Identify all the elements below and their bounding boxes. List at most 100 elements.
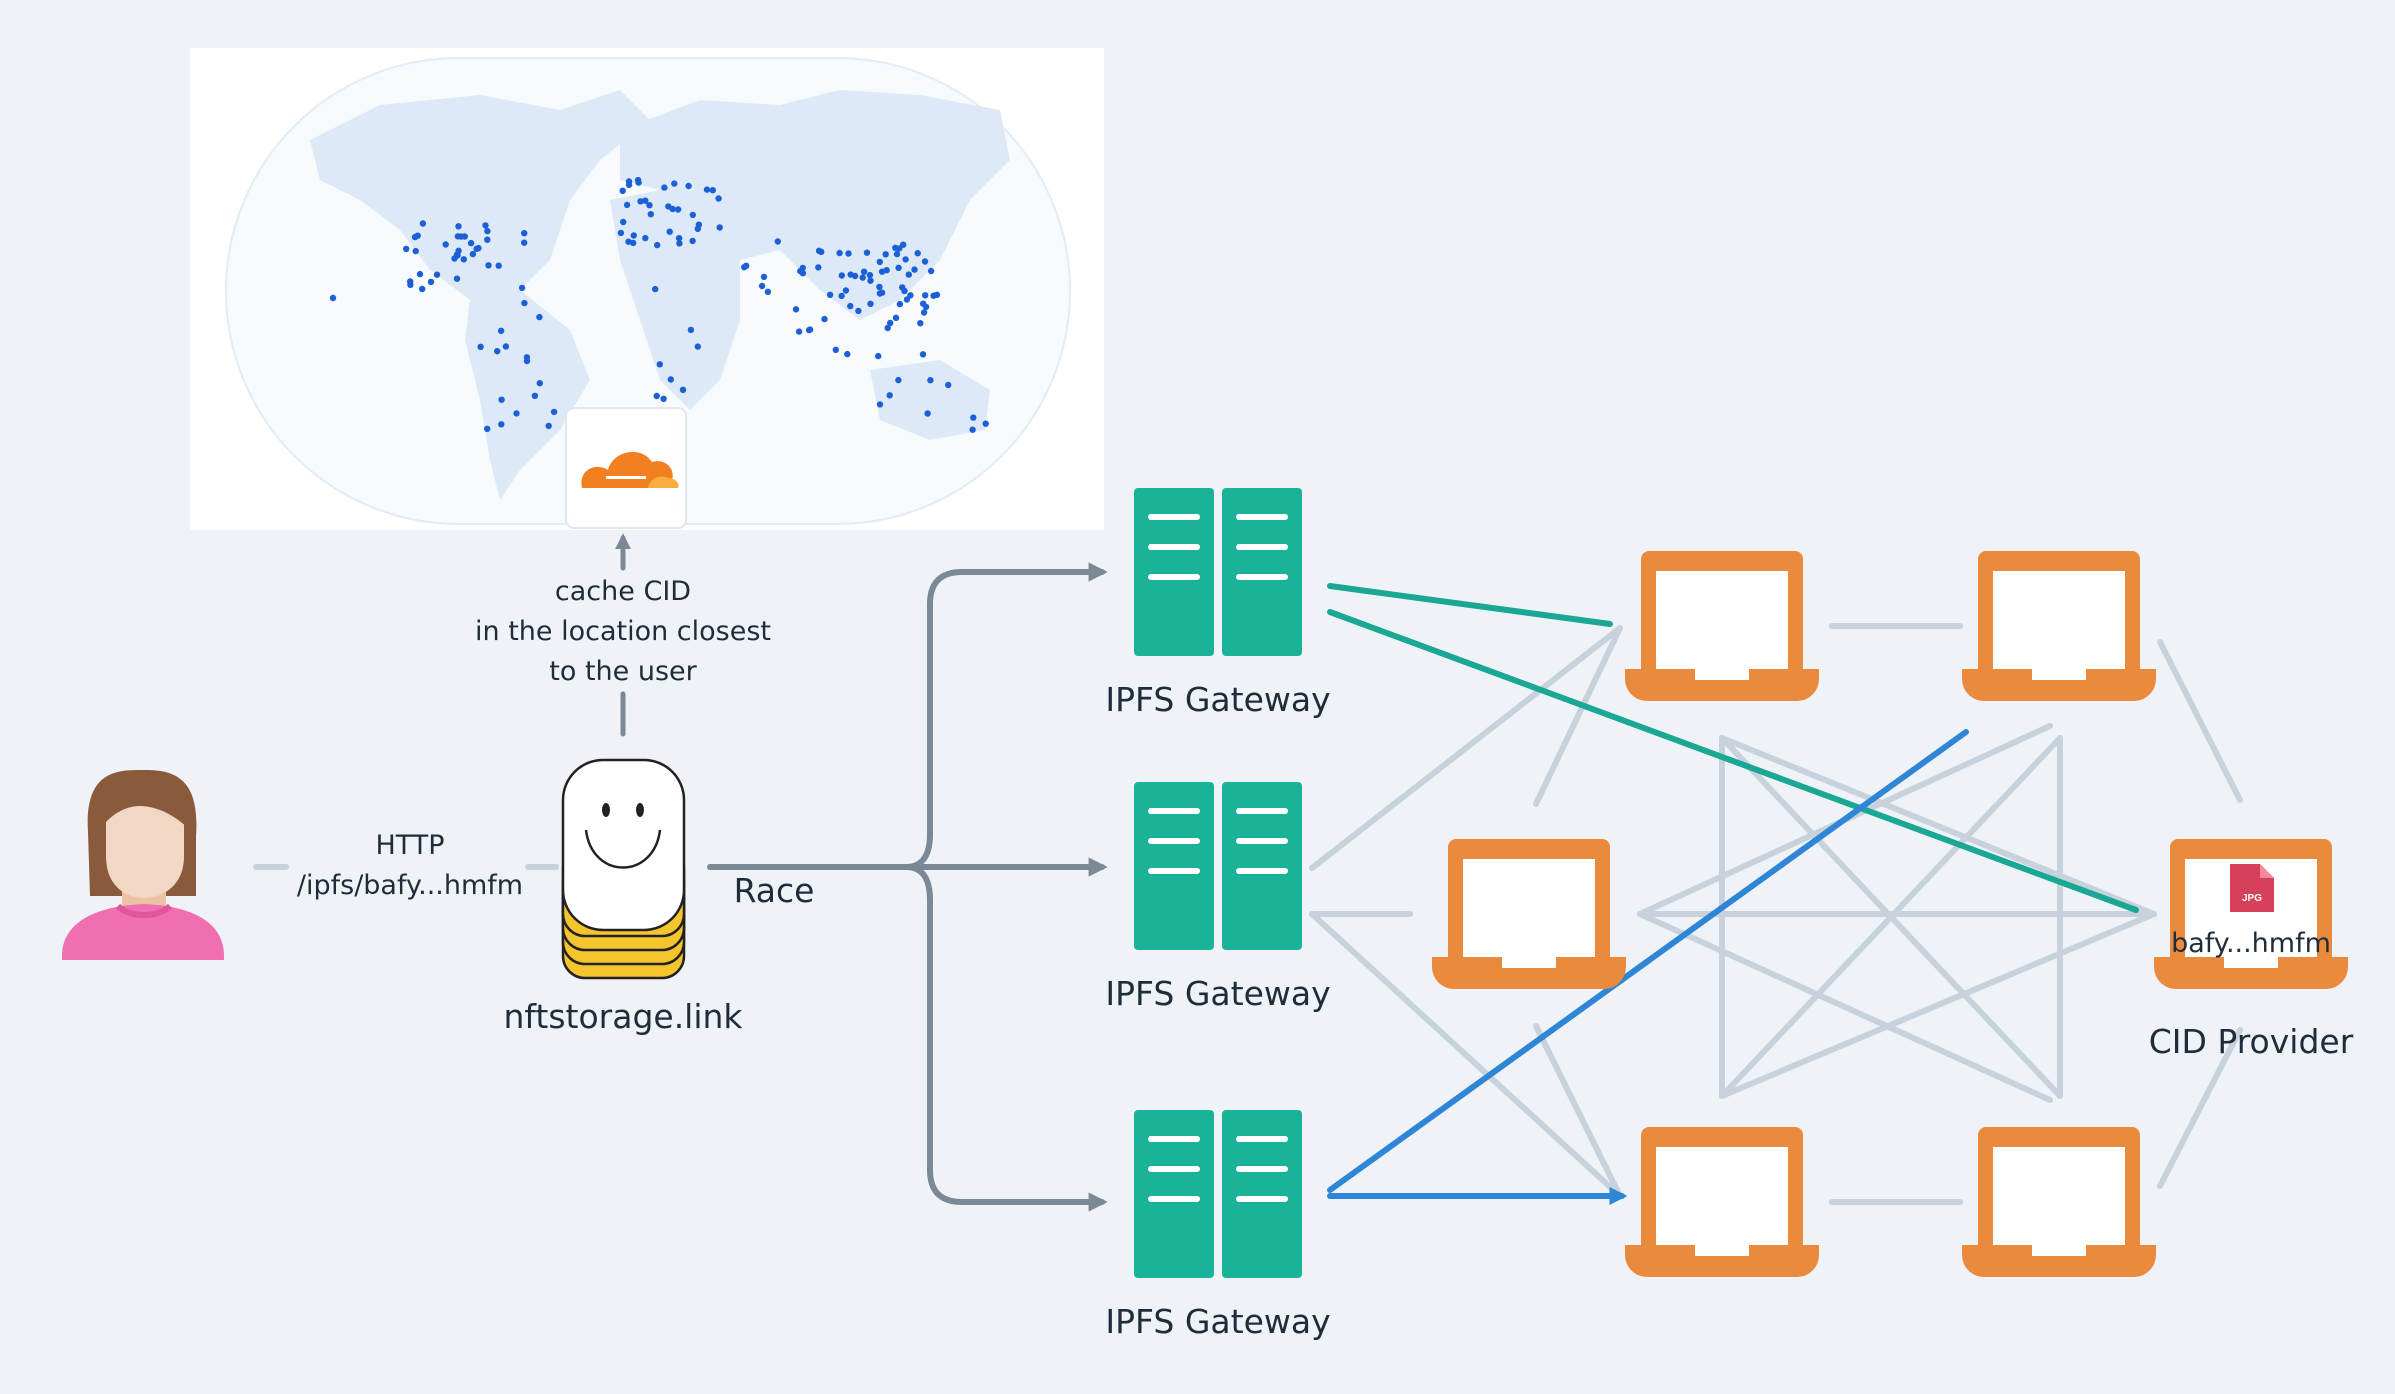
pop-dot <box>467 239 475 247</box>
ipfs-gateway-server-1 <box>1134 488 1302 656</box>
cloudflare-pop-dots <box>329 176 989 433</box>
pop-dot <box>715 195 722 202</box>
pop-dot <box>896 245 903 252</box>
nftstorage-mascot <box>561 758 686 980</box>
pop-dot <box>982 420 989 427</box>
ipfs-gateway-label-3: IPFS Gateway <box>1105 1302 1331 1341</box>
pop-dot <box>687 326 695 334</box>
pop-dot <box>924 410 931 417</box>
pop-dot <box>427 278 435 286</box>
pop-dot <box>674 206 682 213</box>
pop-dot <box>513 410 520 417</box>
pop-dot <box>652 285 659 293</box>
pop-dot <box>665 203 672 210</box>
pop-dot <box>623 201 631 209</box>
pop-dot <box>656 361 663 368</box>
pop-dot <box>876 258 883 266</box>
pop-dot <box>521 230 528 237</box>
provider-cid-label: bafy...hmfm <box>2171 928 2331 959</box>
pop-dot <box>455 247 462 254</box>
pop-dot <box>920 309 928 316</box>
pop-dot <box>469 250 477 258</box>
pop-dot <box>826 291 834 298</box>
pop-dot <box>969 426 976 433</box>
peer-laptop-5 <box>1962 1127 2156 1277</box>
pop-dot <box>838 292 845 300</box>
pop-dot <box>485 262 492 269</box>
pop-dot <box>716 224 723 231</box>
pop-dot <box>927 267 935 275</box>
pop-dot <box>550 408 558 416</box>
pop-dot <box>518 284 526 292</box>
pop-dot <box>653 392 660 400</box>
pop-dot <box>867 300 874 307</box>
pop-dot <box>815 264 822 271</box>
pop-dot <box>741 264 748 271</box>
pop-dot <box>475 244 482 252</box>
pop-dot <box>455 223 462 230</box>
pop-dot <box>695 221 703 228</box>
pop-dot <box>442 241 449 248</box>
peer-laptop-1 <box>1625 551 1819 701</box>
pop-dot <box>945 381 952 389</box>
pop-dot <box>818 248 825 255</box>
pop-dot <box>855 307 862 315</box>
pop-dot <box>878 289 886 296</box>
user-avatar <box>62 769 224 960</box>
pop-dot <box>799 270 807 277</box>
http-path-label: /ipfs/bafy...hmfm <box>296 870 524 901</box>
ipfs-gateway-server-3 <box>1134 1110 1302 1278</box>
pop-dot <box>760 273 768 281</box>
pop-dot <box>709 187 716 194</box>
pop-dot <box>886 392 893 399</box>
pop-dot <box>531 392 539 399</box>
pop-dot <box>403 245 410 253</box>
pop-dot <box>460 256 467 263</box>
pop-dot <box>630 239 637 247</box>
pop-dot <box>637 198 644 205</box>
pop-dot <box>774 238 781 245</box>
ipfs-gateway-label-1: IPFS Gateway <box>1105 680 1331 719</box>
pop-dot <box>523 357 531 365</box>
cache-label-line-2: in the location closest <box>475 616 771 647</box>
pop-dot <box>921 258 929 265</box>
pop-dot <box>654 241 661 249</box>
pop-dot <box>630 232 637 239</box>
pop-dot <box>792 306 800 313</box>
ipfs-gateway-server-2 <box>1134 782 1302 950</box>
pop-dot <box>619 187 626 194</box>
pop-dot <box>617 229 625 237</box>
pop-dot <box>895 264 902 271</box>
peer-mesh-lines <box>1309 623 2243 1205</box>
pop-dot <box>882 251 889 258</box>
pop-dot <box>911 266 918 273</box>
pop-dot <box>407 281 414 288</box>
pop-dot <box>859 274 866 281</box>
pop-dot <box>764 288 772 295</box>
pop-dot <box>860 268 868 275</box>
race-arrows <box>707 562 1108 1212</box>
pop-dot <box>414 232 421 239</box>
pop-dot <box>892 314 900 321</box>
nftstorage-label: nftstorage.link <box>503 997 743 1036</box>
peer-laptop-2 <box>1962 551 2156 701</box>
pop-dot <box>416 270 424 278</box>
pop-dot <box>484 425 491 432</box>
pop-dot <box>847 302 854 310</box>
pop-dot <box>883 267 890 274</box>
pop-dot <box>867 277 874 284</box>
pop-dot <box>458 233 465 240</box>
pop-dot <box>895 376 902 384</box>
cache-label-line-3: to the user <box>549 656 697 687</box>
pop-dot <box>671 180 678 187</box>
pop-dot <box>821 315 828 323</box>
pop-dot <box>838 272 845 279</box>
pop-dot <box>625 181 633 188</box>
pop-dot <box>876 283 883 291</box>
pop-dot <box>666 228 673 235</box>
pop-dot <box>536 380 543 387</box>
pop-dot <box>676 240 683 247</box>
pop-dot <box>536 313 543 321</box>
pop-dot <box>484 236 491 243</box>
pop-dot <box>433 271 441 278</box>
